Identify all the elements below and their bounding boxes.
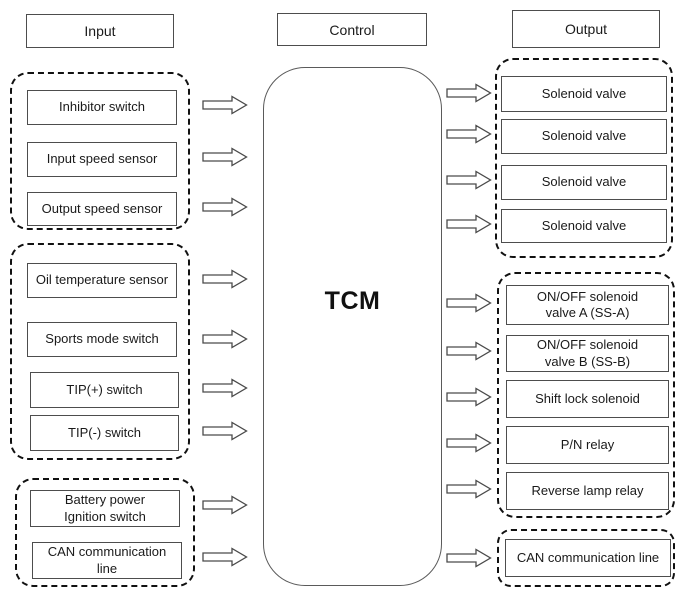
output-group-1: Solenoid valve Solenoid valve Solenoid v…	[495, 58, 673, 258]
input-box-label: TIP(+) switch	[66, 381, 143, 397]
output-box-onoff-solenoid-valve-b: ON/OFF solenoid valve B (SS-B)	[506, 335, 669, 372]
output-box-solenoid-valve-4: Solenoid valve	[501, 209, 667, 243]
flow-arrow-icon	[202, 378, 248, 398]
tcm-block-label: TCM	[324, 287, 381, 315]
input-group-1: Inhibitor switch Input speed sensor Outp…	[10, 72, 190, 230]
output-box-label: CAN communication line	[516, 549, 660, 565]
output-box-shift-lock-solenoid: Shift lock solenoid	[506, 380, 669, 418]
output-box-label: P/N relay	[560, 436, 615, 452]
output-box-can-communication-line: CAN communication line	[505, 539, 671, 577]
output-group-2: ON/OFF solenoid valve A (SS-A) ON/OFF so…	[497, 272, 675, 518]
flow-arrow-icon	[446, 433, 492, 453]
input-box-label: Inhibitor switch	[59, 99, 145, 115]
flow-arrow-icon	[202, 197, 248, 217]
input-box-battery-power-ignition-switch: Battery power Ignition switch	[30, 490, 180, 527]
input-box-oil-temperature-sensor: Oil temperature sensor	[27, 263, 177, 298]
output-box-solenoid-valve-3: Solenoid valve	[501, 165, 667, 200]
input-box-label: Input speed sensor	[46, 151, 158, 167]
output-box-label: Solenoid valve	[541, 128, 627, 144]
output-column-header-label: Output	[564, 21, 608, 37]
input-box-sports-mode-switch: Sports mode switch	[27, 322, 177, 357]
flow-arrow-icon	[202, 147, 248, 167]
flow-arrow-icon	[202, 329, 248, 349]
flow-arrow-icon	[446, 170, 492, 190]
input-box-tip-plus-switch: TIP(+) switch	[30, 372, 179, 408]
input-group-3: Battery power Ignition switch CAN commun…	[15, 478, 195, 587]
input-column-header-label: Input	[84, 23, 116, 39]
input-box-label: TIP(-) switch	[68, 424, 141, 440]
tcm-block: TCM	[263, 67, 442, 586]
output-box-label: ON/OFF solenoid valve A (SS-A)	[536, 288, 639, 320]
output-box-label: Shift lock solenoid	[535, 390, 640, 406]
flow-arrow-icon	[202, 547, 248, 567]
control-column-header: Control	[277, 13, 427, 46]
flow-arrow-icon	[202, 495, 248, 515]
output-box-solenoid-valve-1: Solenoid valve	[501, 76, 667, 112]
input-box-label: CAN communication line	[47, 544, 167, 576]
input-box-label: Sports mode switch	[45, 331, 159, 347]
output-box-pn-relay: P/N relay	[506, 426, 669, 464]
flow-arrow-icon	[446, 479, 492, 499]
output-box-label: Solenoid valve	[541, 217, 627, 233]
input-box-output-speed-sensor: Output speed sensor	[27, 192, 177, 226]
output-box-label: Solenoid valve	[541, 85, 627, 101]
output-box-onoff-solenoid-valve-a: ON/OFF solenoid valve A (SS-A)	[506, 285, 669, 325]
flow-arrow-icon	[446, 124, 492, 144]
input-group-2: Oil temperature sensor Sports mode switc…	[10, 243, 190, 460]
input-box-label: Oil temperature sensor	[35, 272, 169, 288]
input-box-input-speed-sensor: Input speed sensor	[27, 142, 177, 177]
input-box-inhibitor-switch: Inhibitor switch	[27, 90, 177, 125]
input-box-label: Output speed sensor	[41, 200, 163, 216]
control-column-header-label: Control	[329, 21, 375, 38]
input-box-tip-minus-switch: TIP(-) switch	[30, 415, 179, 451]
input-box-label: Battery power Ignition switch	[64, 492, 146, 524]
flow-arrow-icon	[446, 548, 492, 568]
flow-arrow-icon	[202, 421, 248, 441]
flow-arrow-icon	[446, 341, 492, 361]
output-box-label: ON/OFF solenoid valve B (SS-B)	[536, 337, 639, 369]
output-box-reverse-lamp-relay: Reverse lamp relay	[506, 472, 669, 510]
output-group-3: CAN communication line	[497, 529, 675, 587]
output-column-header: Output	[512, 10, 660, 48]
output-box-label: Reverse lamp relay	[531, 482, 644, 498]
flow-arrow-icon	[202, 95, 248, 115]
output-box-label: Solenoid valve	[541, 174, 627, 190]
input-box-can-communication-line: CAN communication line	[32, 542, 182, 579]
output-box-solenoid-valve-2: Solenoid valve	[501, 119, 667, 154]
flow-arrow-icon	[446, 214, 492, 234]
flow-arrow-icon	[202, 269, 248, 289]
flow-arrow-icon	[446, 387, 492, 407]
input-column-header: Input	[26, 14, 174, 48]
flow-arrow-icon	[446, 83, 492, 103]
flow-arrow-icon	[446, 293, 492, 313]
